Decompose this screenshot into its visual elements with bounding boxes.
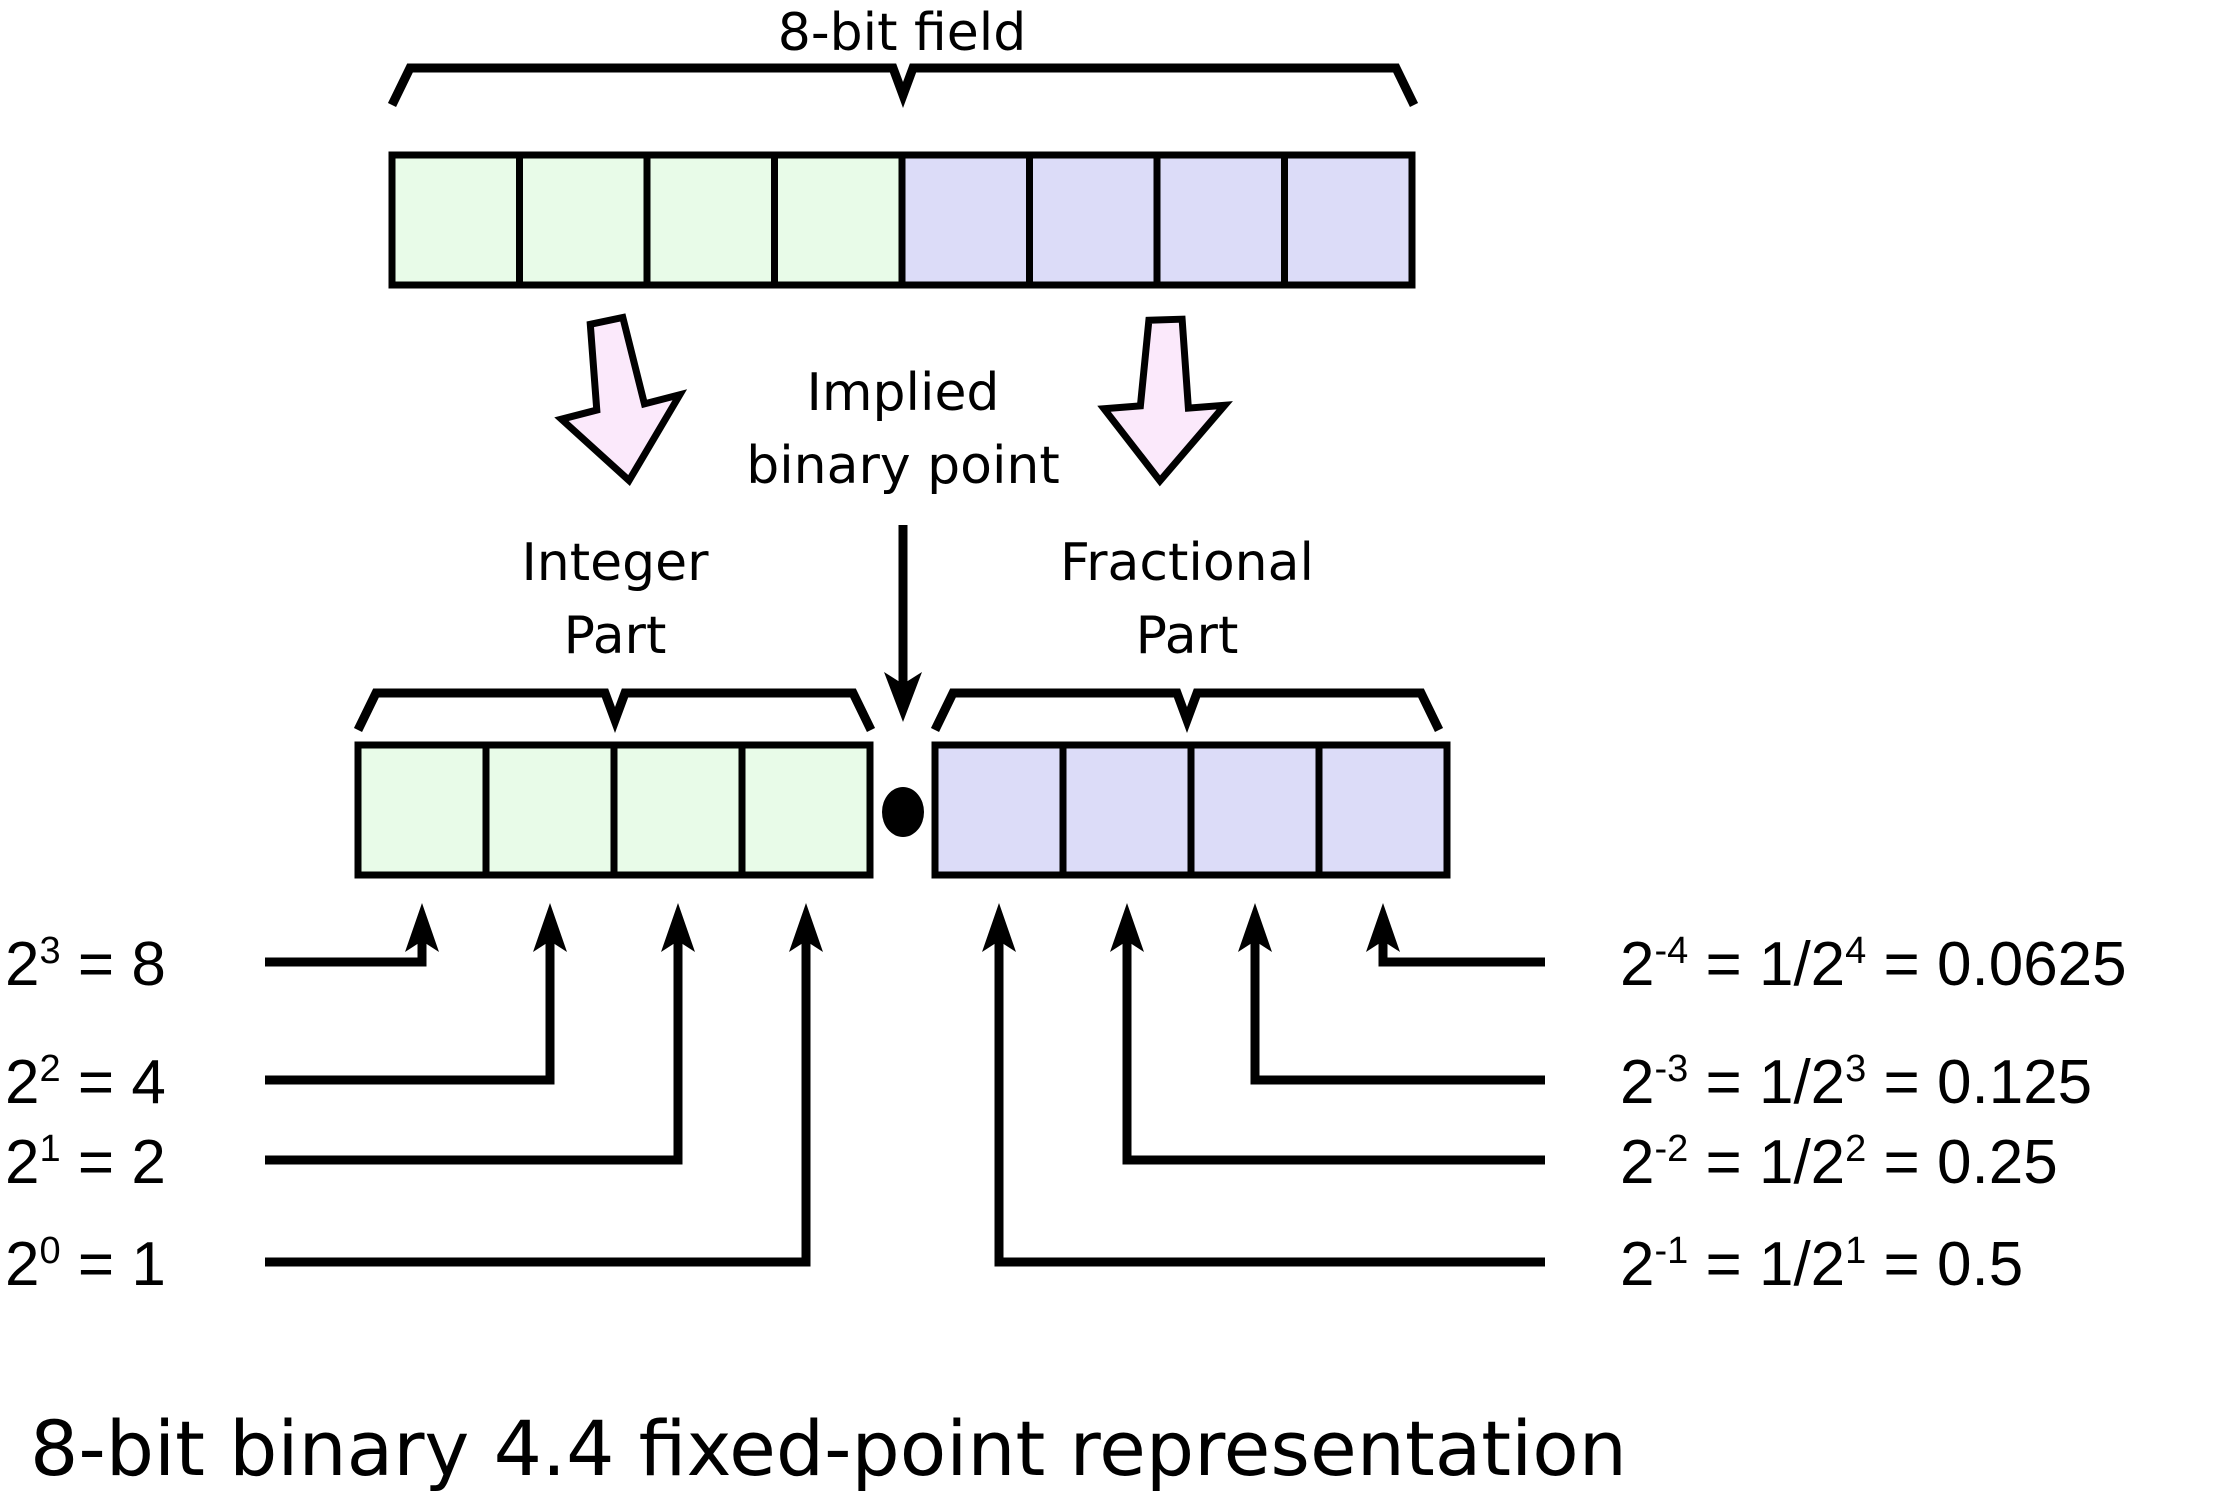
fractional-weight-base-2: 2 [1620,1128,1654,1197]
fractional-weight-equals1-1: = [1706,1048,1742,1117]
integer-weight-base-2: 2 [5,1128,39,1197]
integer-part-brace [353,688,876,733]
top-bit-cell-int-1 [643,151,778,289]
integer-weight-equals-0: = [78,930,114,999]
fractional-weight-exponent-1: -3 [1654,1048,1688,1090]
fractional-weight-fraction-2: 1/2 [1759,1128,1845,1197]
implied-binary-point-label-line1: Implied [807,363,1000,423]
integer-weight-value-0: 8 [131,930,165,999]
fractional-weight-equals2-0: = [1884,930,1920,999]
integer-weight-equations: 23 = 8 22 = 4 21 = 2 20 = 1 [5,930,166,1299]
fractional-weight-value-2: 0.25 [1937,1128,2058,1197]
integer-weight-equation-2: 21 = 2 [5,1128,166,1197]
fractional-weight-equals2-3: = [1884,1230,1920,1299]
fractional-weight-equals1-0: = [1706,930,1742,999]
integer-weight-value-3: 1 [131,1230,165,1299]
figure-caption: 8-bit binary 4.4 fixed-point representat… [30,1404,1627,1493]
integer-weight-equals-2: = [78,1128,114,1197]
fractional-weight-equation-0: 2-4 = 1/24 = 0.0625 [1620,930,2127,999]
fractional-weight-fraction-1: 1/2 [1759,1048,1845,1117]
fractional-weight-equals1-3: = [1706,1230,1742,1299]
fractional-weight-value-0: 0.0625 [1937,930,2127,999]
binary-point-dot [882,787,924,837]
fractional-weight-equation-1: 2-3 = 1/23 = 0.125 [1620,1048,2092,1117]
integer-weight-exponent-0: 3 [39,930,60,972]
connector-integer-2pow0 [265,903,823,1267]
connector-integer-2pow3 [265,903,439,967]
top-bit-cell-frac-2 [1026,151,1161,289]
fractional-weight-exponent-3: -1 [1654,1230,1688,1272]
integer-weight-equation-1: 22 = 4 [5,1048,166,1117]
fractional-weight-equation-3: 2-1 = 1/21 = 0.5 [1620,1230,2023,1299]
eight-bit-field-label: 8-bit field [778,3,1026,63]
connector-integer-2pow2 [265,903,567,1085]
fractional-bit-row [931,741,1451,879]
top-bit-cell-int-2 [516,151,651,289]
integer-part-label-line2: Part [564,606,667,666]
fractional-weight-equals1-2: = [1706,1128,1742,1197]
fractional-weight-fraction-0: 1/2 [1759,930,1845,999]
integer-weight-value-2: 2 [131,1128,165,1197]
connector-fractional-2powminus3 [1238,903,1545,1085]
fractional-weight-exponent-2: -2 [1654,1128,1688,1170]
fractional-weight-fraction-3: 1/2 [1759,1230,1845,1299]
top-bit-cell-int-3 [388,151,523,289]
top-bit-cell-int-0 [771,151,906,289]
connector-fractional-2powminus1 [982,903,1545,1267]
fractional-weight-base-3: 2 [1620,1230,1654,1299]
integer-bit-row [354,741,874,879]
implied-binary-point-label-line2: binary point [746,436,1060,496]
integer-weight-value-1: 4 [131,1048,165,1117]
fractional-weight-fraction-exponent-2: 2 [1845,1128,1866,1170]
top-bit-cell-frac-1 [898,151,1033,289]
fractional-weight-equation-2: 2-2 = 1/22 = 0.25 [1620,1128,2058,1197]
integer-part-label-line1: Integer [521,533,709,593]
integer-bit-cell-0 [738,741,874,879]
split-arrow-left [554,313,688,486]
fractional-weight-equals2-2: = [1884,1128,1920,1197]
integer-bit-cell-2 [482,741,618,879]
fractional-weight-equals2-1: = [1884,1048,1920,1117]
fractional-bit-cell-2 [1059,741,1195,879]
fractional-part-label-line1: Fractional [1060,533,1314,593]
integer-weight-exponent-2: 1 [39,1128,60,1170]
fractional-weight-base-1: 2 [1620,1048,1654,1117]
connector-fractional-2powminus4 [1366,903,1545,967]
eight-bit-field-brace [387,63,1419,108]
integer-weight-equals-1: = [78,1048,114,1117]
implied-binary-point-arrow [884,525,922,722]
fractional-weight-value-1: 0.125 [1937,1048,2092,1117]
integer-weight-base-1: 2 [5,1048,39,1117]
fractional-bit-cell-4 [1315,741,1451,879]
integer-weight-equation-3: 20 = 1 [5,1230,166,1299]
integer-weight-equals-3: = [78,1230,114,1299]
fractional-weight-fraction-exponent-0: 4 [1845,930,1866,972]
fractional-weight-equations: 2-4 = 1/24 = 0.0625 2-3 = 1/23 = 0.125 2… [1620,930,2127,1299]
connector-fractional-2powminus2 [1110,903,1545,1165]
fractional-weight-value-3: 0.5 [1937,1230,2023,1299]
top-bit-field-row [388,151,1416,289]
integer-weight-exponent-1: 2 [39,1048,60,1090]
split-arrow-right [1097,315,1233,487]
fractional-part-label-line2: Part [1136,606,1239,666]
fractional-weight-fraction-exponent-1: 3 [1845,1048,1866,1090]
fractional-weight-exponent-0: -4 [1654,930,1688,972]
connector-integer-2pow1 [265,903,695,1165]
top-bit-cell-frac-3 [1153,151,1288,289]
integer-bit-cell-3 [354,741,490,879]
fractional-bit-cell-3 [1187,741,1323,879]
integer-weight-exponent-3: 0 [39,1230,60,1272]
fractional-weight-fraction-exponent-3: 1 [1845,1230,1866,1272]
integer-weight-base-3: 2 [5,1230,39,1299]
top-bit-cell-frac-4 [1281,151,1416,289]
fractional-part-brace [930,688,1444,733]
fractional-bit-cell-1 [931,741,1067,879]
fractional-weight-base-0: 2 [1620,930,1654,999]
integer-bit-cell-1 [610,741,746,879]
integer-weight-base-0: 2 [5,930,39,999]
integer-weight-equation-0: 23 = 8 [5,930,166,999]
